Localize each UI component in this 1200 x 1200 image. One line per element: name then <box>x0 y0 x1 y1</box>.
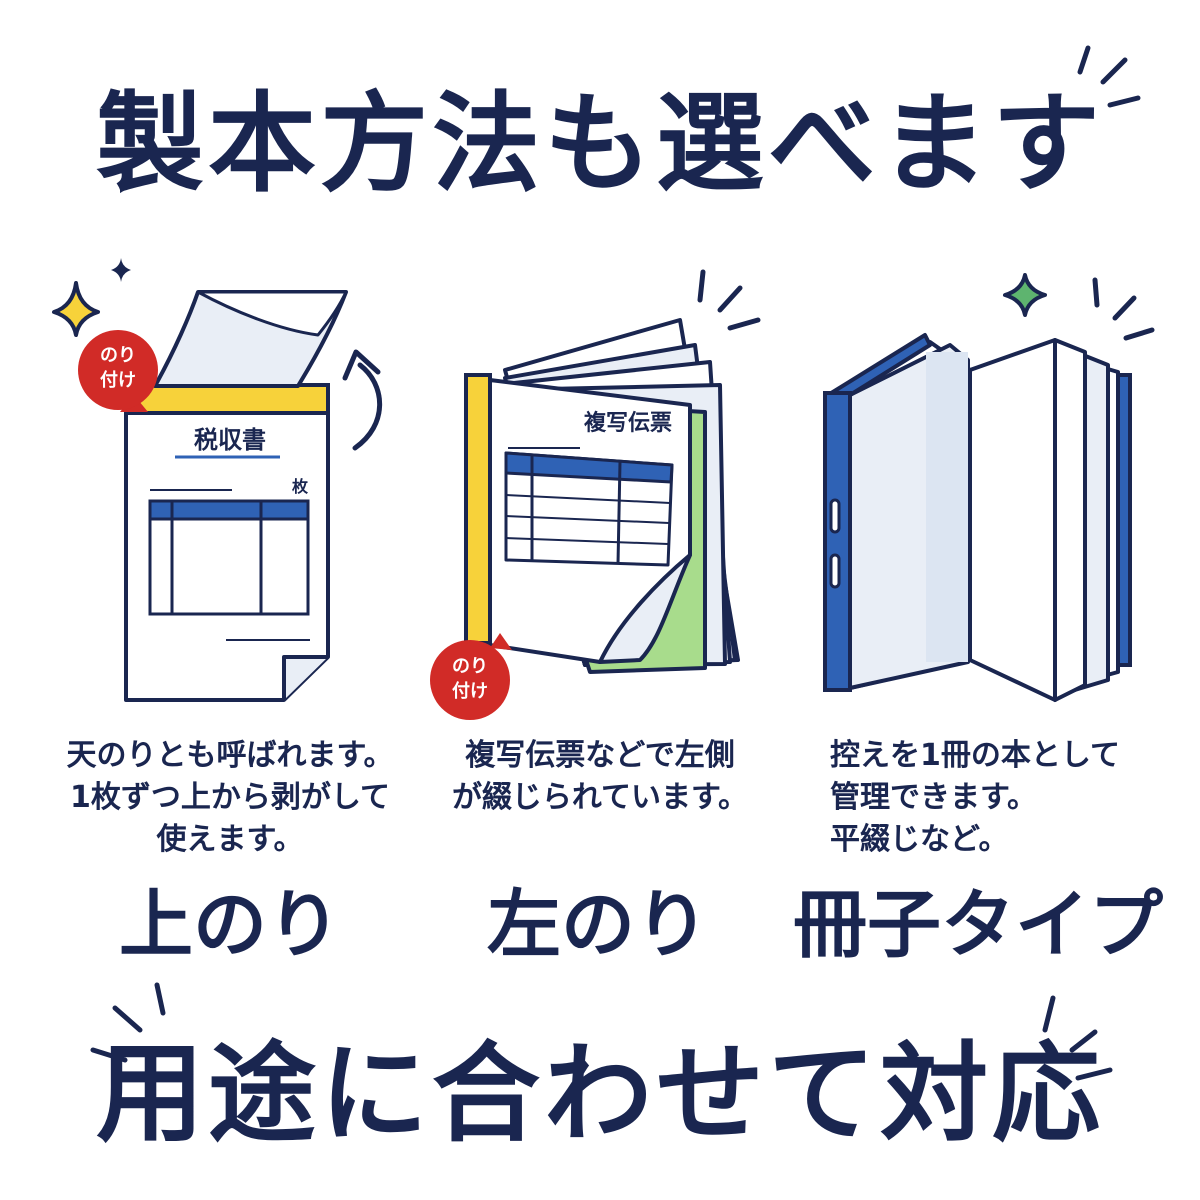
glue-badge <box>430 640 510 720</box>
label-booklet: 冊子タイプ <box>793 882 1163 968</box>
curved-arrow-icon <box>352 362 383 451</box>
description-top-glue: 天のりとも呼ばれます。 1枚ずつ上から剥がして 使えます。 <box>50 735 410 861</box>
description-line: 平綴じなど。 <box>830 822 1009 857</box>
glue-badge-text-2: 付け <box>452 680 488 702</box>
description-line: 管理できます。 <box>830 780 1037 815</box>
page-title: 製本方法も選べます <box>95 82 1104 207</box>
burst-lines-icon <box>697 269 761 331</box>
small-sparkle-icon <box>111 258 131 282</box>
description-booklet: 控えを1冊の本として 管理できます。 平綴じなど。 <box>795 735 1170 861</box>
description-line: 使えます。 <box>156 822 304 857</box>
burst-lines-icon <box>1092 277 1155 341</box>
description-line: 控えを1冊の本として <box>830 738 1120 773</box>
sparkle-icon <box>52 281 100 337</box>
document-title: 税収書 <box>194 426 266 454</box>
description-line: 天のりとも呼ばれます。 <box>66 738 394 773</box>
document-unit: 枚 <box>292 477 309 496</box>
sparkle-icon <box>1003 273 1047 317</box>
burst-lines-top-right-icon <box>1077 45 1141 108</box>
top-glued-pad-illustration: 税収書 枚 のり 付け <box>52 258 383 702</box>
document-title: 複写伝票 <box>584 410 672 436</box>
footer-title: 用途に合わせて対応 <box>95 1032 1104 1157</box>
glue-badge-text-2: 付け <box>100 369 136 391</box>
label-top-glue: 上のり <box>119 882 341 968</box>
glue-badge-text-1: のり <box>100 345 136 366</box>
glue-badge <box>78 330 158 410</box>
burst-lines-bottom-left-icon <box>90 982 166 1063</box>
glue-badge-text-1: のり <box>452 656 488 677</box>
description-line: 複写伝票などで左側 <box>465 738 735 773</box>
description-left-glue: 複写伝票などで左側 が綴じられています。 <box>420 735 780 819</box>
burst-lines-bottom-right-icon <box>1042 995 1113 1081</box>
description-line: が綴じられています。 <box>451 780 749 815</box>
left-glued-booklet-illustration: 複写伝票 のり 付け <box>430 269 761 720</box>
description-line: 1枚ずつ上から剥がして <box>70 780 390 815</box>
label-left-glue: 左のり <box>487 882 709 968</box>
bound-booklet-illustration <box>823 273 1155 702</box>
